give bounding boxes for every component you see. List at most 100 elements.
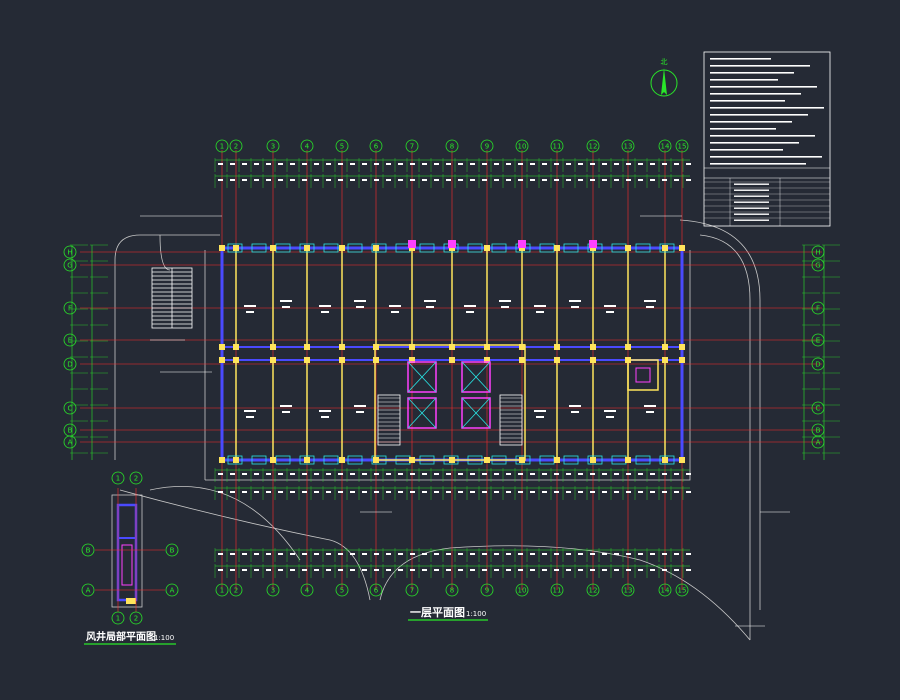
site-road-outline bbox=[114, 219, 761, 641]
axis-bubble-top-6: 6 bbox=[369, 139, 383, 153]
axis-bubble-bottom-9: 9 bbox=[480, 583, 494, 597]
axis-bubble-top-11: 11 bbox=[550, 139, 564, 153]
axis-bubble-right-E-label: E bbox=[816, 337, 820, 345]
building-core bbox=[374, 344, 659, 461]
north-arrow-icon: 北 bbox=[650, 58, 678, 97]
axis-bubble-top-14-label: 14 bbox=[661, 143, 670, 151]
axis-bubble-left-C-label: C bbox=[68, 405, 73, 413]
axis-bubble-top-3-label: 3 bbox=[271, 143, 275, 151]
axis-bubble-bottom-3: 3 bbox=[266, 583, 280, 597]
axis-bubble-left-C: C bbox=[63, 401, 77, 415]
axis-bubble-left-B: B bbox=[63, 423, 77, 437]
shaft-bubble-right-B-label: B bbox=[170, 547, 175, 555]
axis-bubble-top-7: 7 bbox=[405, 139, 419, 153]
axis-bubble-top-12-label: 12 bbox=[589, 143, 598, 151]
shaft-bubble-left-B-label: B bbox=[86, 547, 91, 555]
axis-bubble-bottom-15: 15 bbox=[675, 583, 689, 597]
callout-leaders bbox=[140, 215, 790, 627]
axis-bubble-right-D: D bbox=[811, 357, 825, 371]
axis-bubble-bottom-7-label: 7 bbox=[410, 587, 414, 595]
axis-bubble-right-C: C bbox=[811, 401, 825, 415]
axis-bubble-right-D-label: D bbox=[815, 361, 820, 369]
axis-bubble-bottom-13-label: 13 bbox=[624, 587, 633, 595]
room-labels bbox=[244, 300, 656, 418]
shaft-bubble-top-1: 1 bbox=[111, 471, 125, 485]
axis-bubble-bottom-1: 1 bbox=[215, 583, 229, 597]
axis-bubble-bottom-7: 7 bbox=[405, 583, 419, 597]
axis-bubble-bottom-14: 14 bbox=[658, 583, 672, 597]
axis-bubble-top-15-label: 15 bbox=[678, 143, 687, 151]
axis-bubble-right-C-label: C bbox=[816, 405, 821, 413]
axis-bubble-right-G-label: G bbox=[815, 262, 820, 270]
axis-bubble-top-15: 15 bbox=[675, 139, 689, 153]
axis-bubble-bottom-13: 13 bbox=[621, 583, 635, 597]
axis-bubble-top-5-label: 5 bbox=[340, 143, 344, 151]
shaft-bubble-top-1-label: 1 bbox=[116, 475, 120, 483]
axis-bubble-right-A: A bbox=[811, 435, 825, 449]
axis-bubble-bottom-2-label: 2 bbox=[234, 587, 238, 595]
right-axis-bubbles: HG F E D C BA bbox=[811, 245, 825, 449]
axis-bubble-top-12: 12 bbox=[586, 139, 600, 153]
structural-columns bbox=[219, 240, 685, 463]
main-scale-text: 1:100 bbox=[466, 610, 486, 618]
axis-bubble-bottom-8: 8 bbox=[445, 583, 459, 597]
axis-bubble-bottom-4-label: 4 bbox=[305, 587, 310, 595]
left-axis-bubbles: HG F E D C BA bbox=[63, 245, 77, 449]
axis-bubble-bottom-5-label: 5 bbox=[340, 587, 344, 595]
axis-bubble-top-7-label: 7 bbox=[410, 143, 414, 151]
axis-bubble-top-9: 9 bbox=[480, 139, 494, 153]
general-notes-panel bbox=[703, 51, 831, 227]
axis-bubble-bottom-10: 10 bbox=[515, 583, 529, 597]
shaft-bubble-right-B: B bbox=[165, 543, 179, 557]
axis-bubble-right-E: E bbox=[811, 333, 825, 347]
shaft-bubble-right-A-label: A bbox=[170, 587, 175, 595]
axis-bubble-top-8-label: 8 bbox=[450, 143, 454, 151]
axis-bubble-left-B-label: B bbox=[68, 427, 73, 435]
axis-bubble-top-14: 14 bbox=[658, 139, 672, 153]
axis-bubble-right-H: H bbox=[811, 245, 825, 259]
shaft-bubble-bottom-1: 1 bbox=[111, 611, 125, 625]
axis-bubble-top-4-label: 4 bbox=[305, 143, 310, 151]
axis-bubble-left-F: F bbox=[63, 301, 77, 315]
axis-bubble-top-9-label: 9 bbox=[485, 143, 489, 151]
axis-bubble-left-H-label: H bbox=[67, 249, 72, 257]
dimension-strips bbox=[70, 158, 840, 578]
shaft-bubble-left-A-label: A bbox=[86, 587, 91, 595]
main-title-text: 一层平面图 bbox=[410, 606, 465, 619]
shaft-bubble-bottom-2-label: 2 bbox=[134, 615, 138, 623]
axis-bubble-bottom-8-label: 8 bbox=[450, 587, 454, 595]
axis-bubble-left-D: D bbox=[63, 357, 77, 371]
shaft-bubble-left-B: B bbox=[81, 543, 95, 557]
axis-bubble-left-A: A bbox=[63, 435, 77, 449]
axis-bubble-left-F-label: F bbox=[68, 305, 72, 313]
axis-bubble-bottom-3-label: 3 bbox=[271, 587, 275, 595]
shaft-bubble-bottom-2: 2 bbox=[129, 611, 143, 625]
room-partitions bbox=[227, 243, 675, 465]
axis-bubble-top-13-label: 13 bbox=[624, 143, 633, 151]
axis-bubble-left-D-label: D bbox=[67, 361, 72, 369]
axis-bubble-right-A-label: A bbox=[816, 439, 821, 447]
axis-bubble-left-G-label: G bbox=[67, 262, 72, 270]
axis-bubble-top-13: 13 bbox=[621, 139, 635, 153]
shaft-bubble-top-2-label: 2 bbox=[134, 475, 138, 483]
axis-bubble-top-4: 4 bbox=[300, 139, 314, 153]
axis-bubble-top-1-label: 1 bbox=[220, 143, 224, 151]
axis-bubble-top-2: 2 bbox=[229, 139, 243, 153]
axis-bubble-top-2-label: 2 bbox=[234, 143, 238, 151]
main-plan-title: 一层平面图 1:100 bbox=[408, 606, 488, 621]
shaft-title-text: 风井局部平面图 bbox=[86, 630, 156, 643]
axis-bubble-top-3: 3 bbox=[266, 139, 280, 153]
axis-bubble-left-A-label: A bbox=[68, 439, 73, 447]
axis-bubble-right-F: F bbox=[811, 301, 825, 315]
axis-bubble-top-10: 10 bbox=[515, 139, 529, 153]
axis-bubble-right-H-label: H bbox=[815, 249, 820, 257]
axis-bubble-right-B-label: B bbox=[816, 427, 821, 435]
axis-bubble-left-E-label: E bbox=[68, 337, 72, 345]
axis-bubble-bottom-11: 11 bbox=[550, 583, 564, 597]
axis-bubble-bottom-6: 6 bbox=[369, 583, 383, 597]
axis-bubble-bottom-5: 5 bbox=[335, 583, 349, 597]
shaft-bubble-top-2: 2 bbox=[129, 471, 143, 485]
